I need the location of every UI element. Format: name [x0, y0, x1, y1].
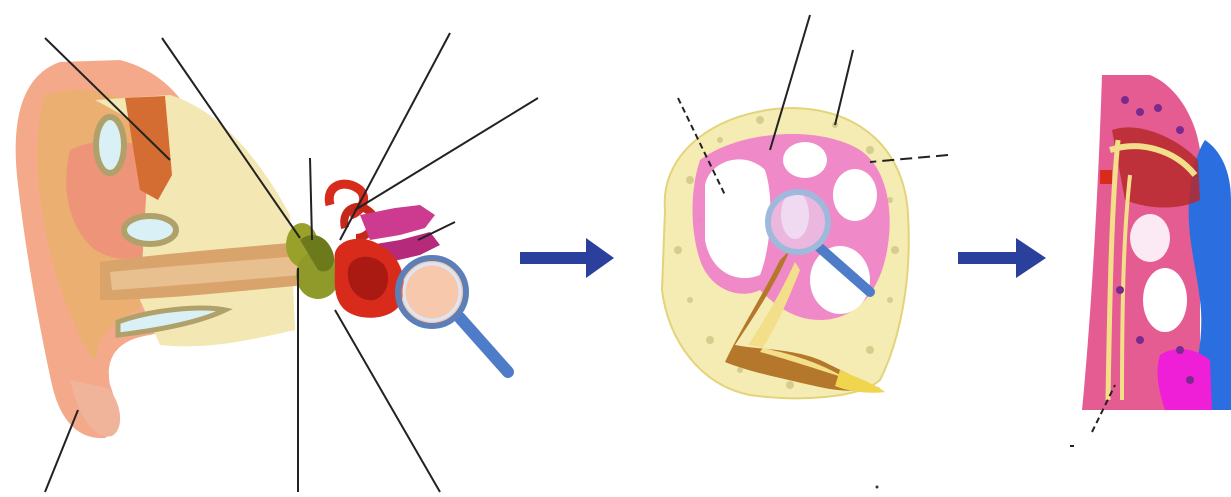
label-line-stria: [835, 50, 853, 125]
label-line-vestibular: [355, 98, 538, 210]
magnifier-icon: [398, 258, 508, 372]
stray-dot: [876, 486, 879, 489]
label-line-tube: [335, 310, 440, 492]
arrow-right-icon: [958, 238, 1046, 278]
scala-vestibuli-left: [705, 159, 770, 278]
organ-of-corti-panel: [1082, 75, 1231, 410]
tunnel-space-2: [1143, 268, 1187, 332]
tissue-magenta: [1158, 349, 1212, 410]
outer-ear-panel: [16, 60, 508, 438]
fossa-opening: [124, 216, 176, 244]
chamber-right-upper: [833, 169, 877, 221]
helix-opening: [96, 117, 124, 173]
chamber-top: [783, 142, 827, 178]
arrow-right-icon: [520, 238, 614, 278]
cochlea-section-panel: [662, 108, 909, 398]
red-marker: [1100, 170, 1112, 184]
label-line-lobe: [45, 410, 78, 492]
tunnel-space-1: [1130, 214, 1170, 262]
